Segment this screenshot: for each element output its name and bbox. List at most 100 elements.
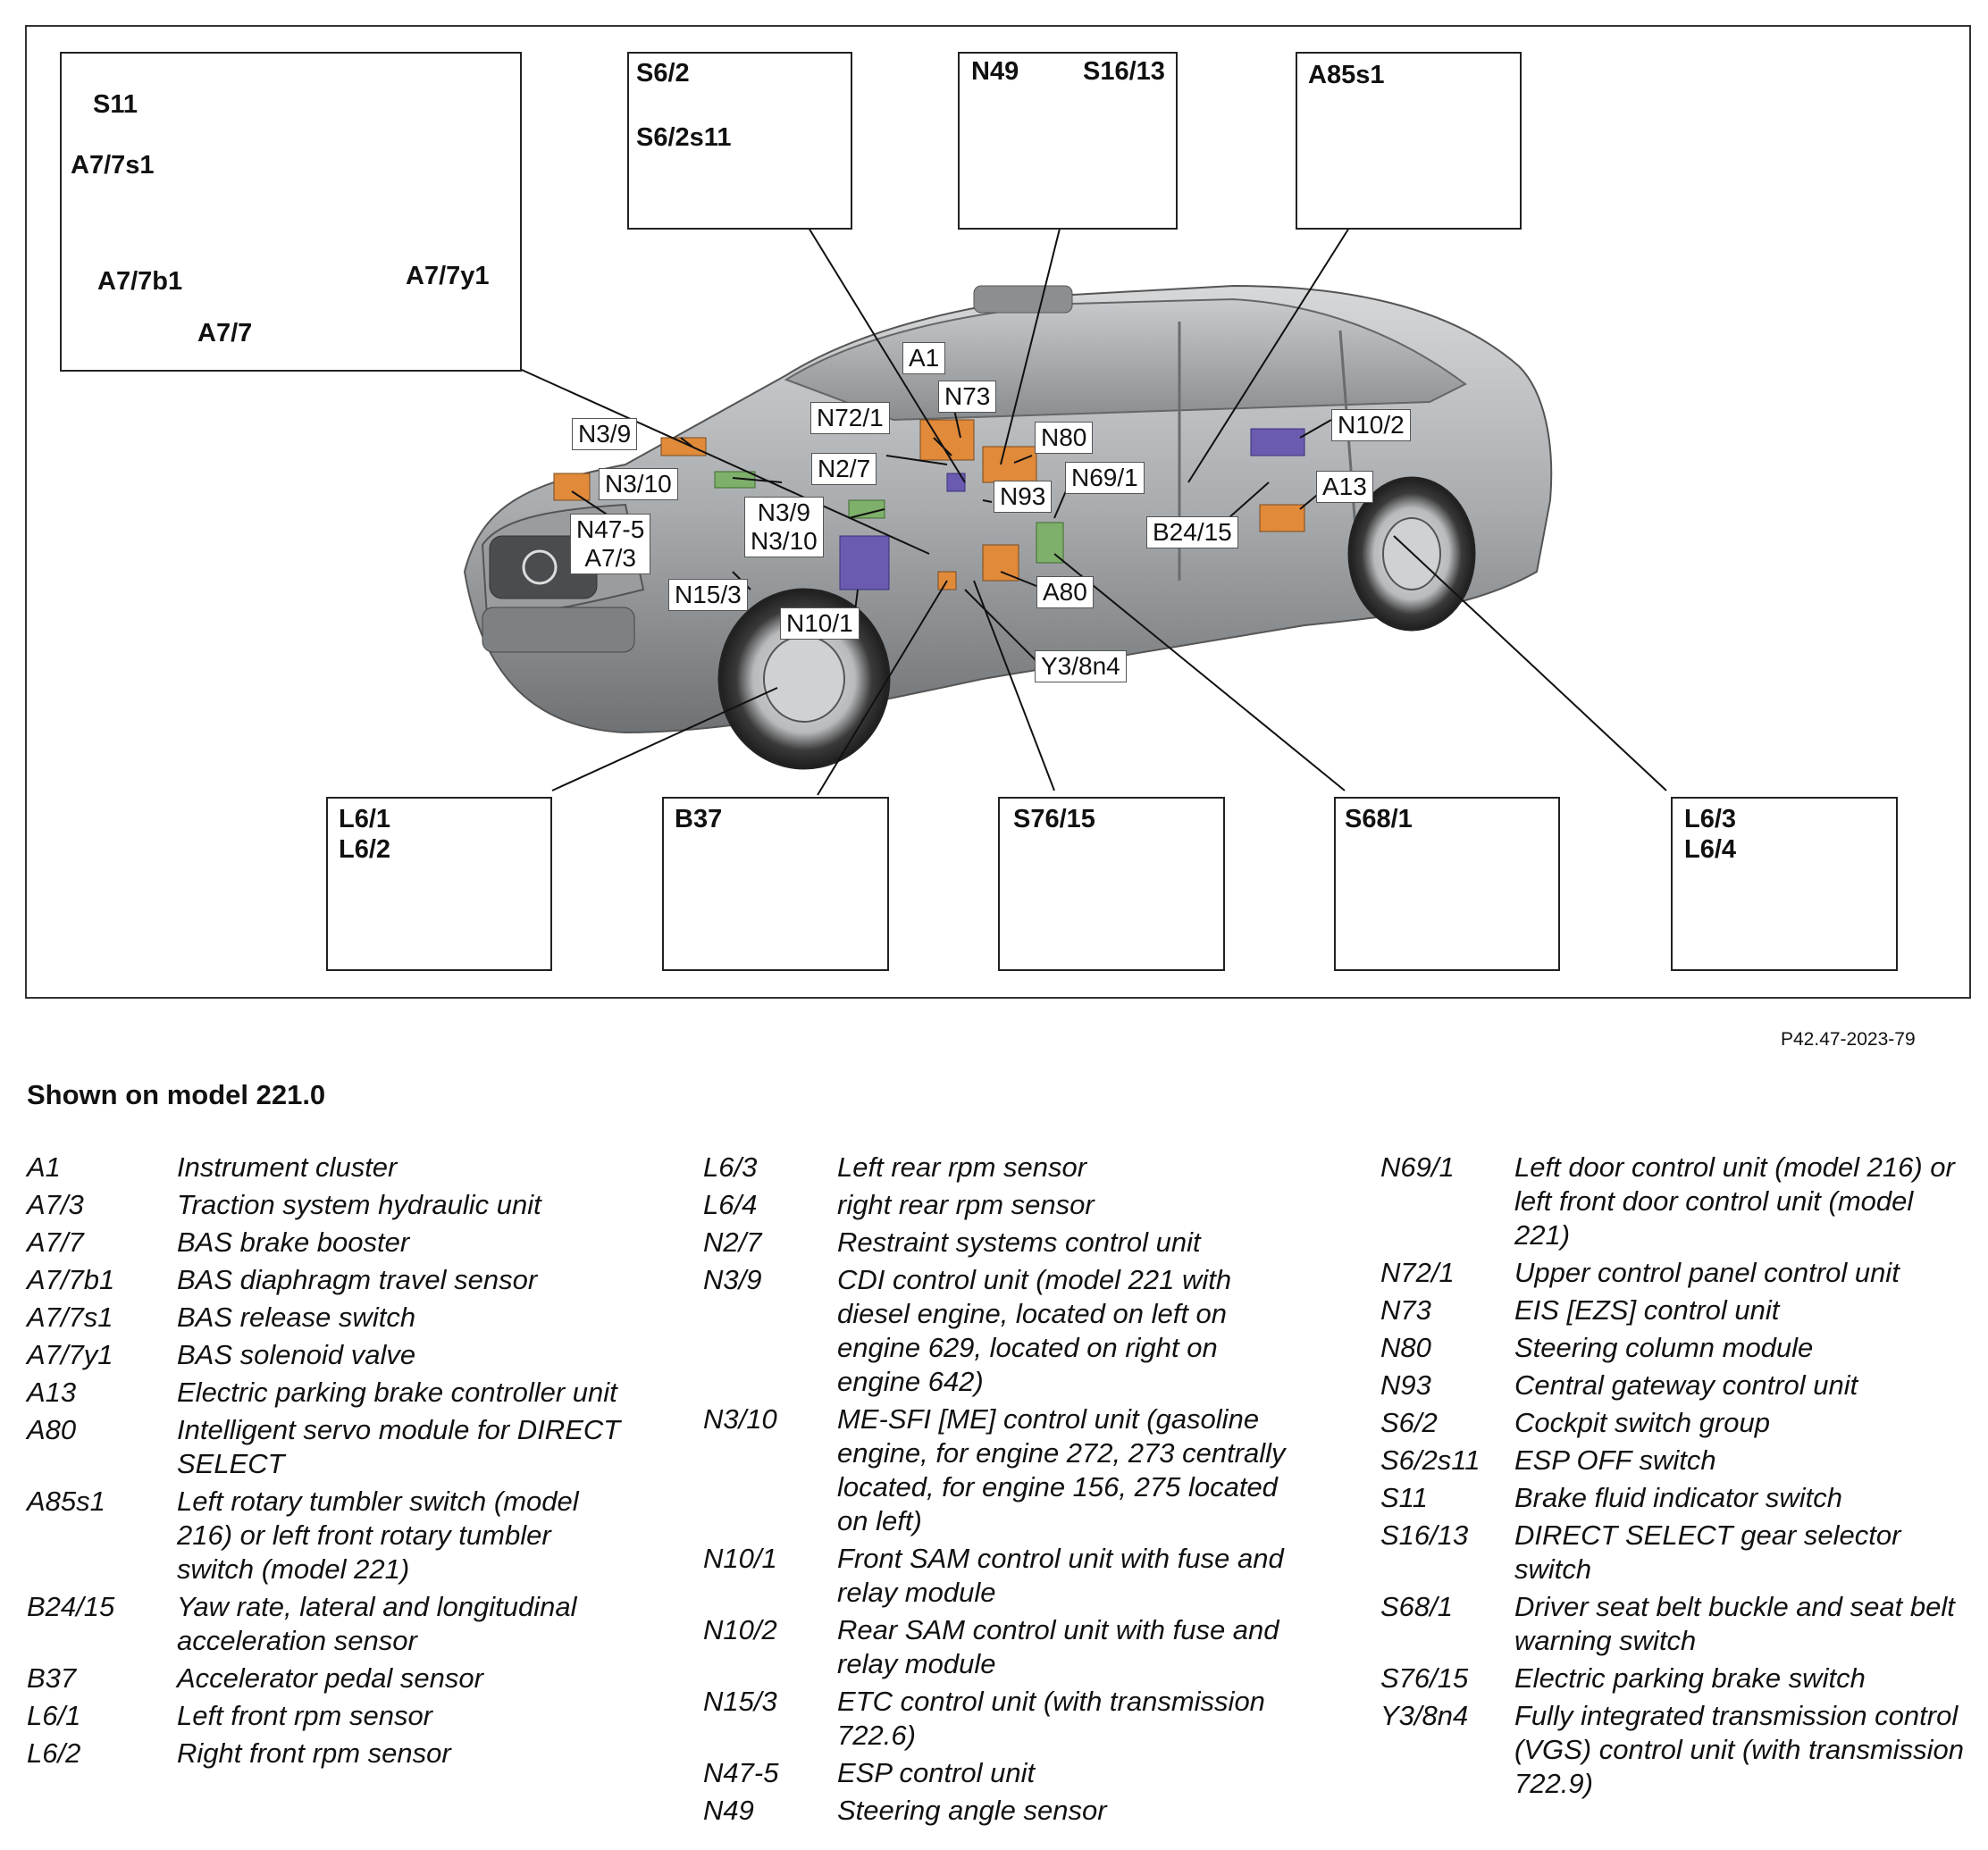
legend-code: L6/3 (703, 1151, 758, 1183)
label-s62: S6/2 (636, 59, 690, 88)
callout-b24-15: B24/15 (1146, 516, 1238, 548)
inset-parking-brake-switch: S76/15 (998, 797, 1225, 971)
inset-accelerator-pedal: B37 (662, 797, 889, 971)
legend-row: L6/1 Left front rpm sensor (27, 1699, 634, 1733)
legend-code: A13 (27, 1377, 77, 1408)
callout-n3-9: N3/9 (572, 418, 638, 450)
label-a85s1: A85s1 (1308, 61, 1385, 89)
legend-code: S6/2 (1380, 1407, 1438, 1438)
legend-code: A7/3 (27, 1189, 84, 1220)
legend-code: N80 (1380, 1332, 1431, 1363)
legend-code: S68/1 (1380, 1591, 1454, 1622)
legend-description: Rear SAM control unit with fuse and rela… (837, 1614, 1279, 1679)
legend-description: Left rotary tumbler switch (model 216) o… (177, 1486, 579, 1585)
legend-description: Electric parking brake controller unit (177, 1377, 617, 1408)
legend-description: Central gateway control unit (1514, 1369, 1858, 1401)
legend-code: A1 (27, 1151, 61, 1183)
callout-n3-10: N3/10 (599, 468, 678, 500)
legend-code: Y3/8n4 (1380, 1700, 1469, 1731)
legend-description: Intelligent servo module for DIRECT SELE… (177, 1414, 621, 1479)
callout-n10-2: N10/2 (1331, 409, 1411, 441)
legend-row: L6/2 Right front rpm sensor (27, 1737, 634, 1770)
legend-row: N15/3 ETC control unit (with transmission… (703, 1685, 1302, 1753)
label-a77s1: A7/7s1 (71, 151, 155, 180)
callout-y3-8n4: Y3/8n4 (1035, 650, 1127, 682)
inset-brake-booster: S11 A7/7s1 A7/7b1 A7/7 A7/7y1 (60, 52, 522, 372)
legend-row: N47-5 ESP control unit (703, 1756, 1302, 1790)
legend-code: N15/3 (703, 1686, 777, 1717)
label-s1613: S16/13 (1083, 57, 1165, 86)
legend-code: A7/7s1 (27, 1302, 113, 1333)
label-s62s11: S6/2s11 (636, 123, 732, 152)
legend-code: B37 (27, 1662, 77, 1694)
model-caption: Shown on model 221.0 (27, 1079, 326, 1110)
legend-row: B24/15 Yaw rate, lateral and longitudinal… (27, 1590, 634, 1658)
legend-description: Cockpit switch group (1514, 1407, 1771, 1438)
label-b37: B37 (675, 805, 723, 833)
legend-description: Front SAM control unit with fuse and rel… (837, 1543, 1284, 1608)
legend-code: N3/10 (703, 1403, 777, 1435)
callout-n93: N93 (994, 481, 1053, 513)
legend-description: right rear rpm sensor (837, 1189, 1095, 1220)
legend-description: Left door control unit (model 216) or le… (1514, 1151, 1955, 1251)
legend-code: L6/1 (27, 1700, 81, 1731)
legend-description: BAS diaphragm travel sensor (177, 1264, 538, 1295)
label-s7615: S76/15 (1013, 805, 1095, 833)
legend-description: ETC control unit (with transmission 722.… (837, 1686, 1265, 1751)
callout-n3-9-n3-10: N3/9 N3/10 (744, 497, 824, 557)
legend-description: ESP control unit (837, 1757, 1036, 1788)
legend-code: S16/13 (1380, 1519, 1469, 1551)
legend-description: Left front rpm sensor (177, 1700, 433, 1731)
legend-code: N47-5 (703, 1757, 779, 1788)
legend-code: L6/2 (27, 1737, 81, 1769)
legend-description: Electric parking brake switch (1514, 1662, 1866, 1694)
legend-description: Driver seat belt buckle and seat belt wa… (1514, 1591, 1955, 1656)
callout-n10-1: N10/1 (780, 607, 860, 640)
callout-n73: N73 (938, 381, 997, 413)
inset-front-rpm-sensor: L6/1 L6/2 (326, 797, 552, 971)
callout-n69-1: N69/1 (1065, 462, 1145, 494)
legend-description: BAS brake booster (177, 1226, 410, 1258)
legend-code: S11 (1380, 1482, 1428, 1513)
legend-code: N69/1 (1380, 1151, 1455, 1183)
legend-row: S68/1 Driver seat belt buckle and seat be… (1380, 1590, 1970, 1658)
legend-description: Steering column module (1514, 1332, 1814, 1363)
figure-id: P42.47-2023-79 (1781, 1029, 1916, 1050)
callout-a80: A80 (1036, 576, 1094, 608)
legend-description: Right front rpm sensor (177, 1737, 451, 1769)
label-a77: A7/7 (197, 319, 253, 347)
legend-row: N10/2 Rear SAM control unit with fuse and… (703, 1613, 1302, 1681)
legend-code: N72/1 (1380, 1257, 1455, 1288)
callout-a13: A13 (1316, 471, 1373, 503)
legend-code: B24/15 (27, 1591, 115, 1622)
legend-description: Accelerator pedal sensor (177, 1662, 483, 1694)
legend-description: Traction system hydraulic unit (177, 1189, 541, 1220)
legend-column-3: N69/1 Left door control unit (model 216) … (1380, 1151, 1970, 1804)
label-s681: S68/1 (1345, 805, 1413, 833)
legend-code: A7/7 (27, 1226, 84, 1258)
label-a77y1: A7/7y1 (406, 262, 490, 290)
legend-description: Upper control panel control unit (1514, 1257, 1900, 1288)
legend-description: Yaw rate, lateral and longitudinal accel… (177, 1591, 577, 1656)
legend-description: EIS [EZS] control unit (1514, 1294, 1780, 1326)
legend-row: A80 Intelligent servo module for DIRECT S… (27, 1413, 634, 1481)
legend-row: A1 Instrument cluster (27, 1151, 634, 1185)
legend-description: Instrument cluster (177, 1151, 398, 1183)
legend-code: A80 (27, 1414, 77, 1445)
legend-code: N49 (703, 1795, 754, 1826)
legend-row: A13 Electric parking brake controller uni… (27, 1376, 634, 1410)
legend-row: A7/3 Traction system hydraulic unit (27, 1188, 634, 1222)
legend-code: N10/2 (703, 1614, 777, 1645)
